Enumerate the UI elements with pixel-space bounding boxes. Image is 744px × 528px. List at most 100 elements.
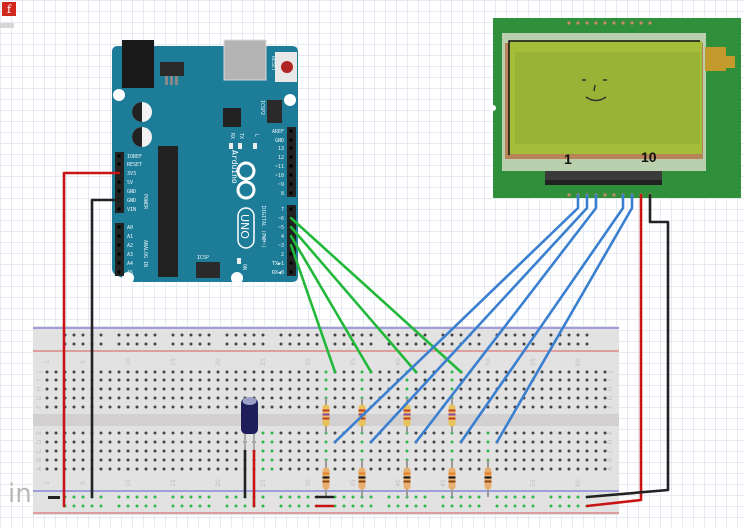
rail-hole[interactable] <box>477 495 481 499</box>
breadboard-hole[interactable] <box>585 387 589 391</box>
rail-hole[interactable] <box>126 342 130 346</box>
breadboard-hole[interactable] <box>207 396 211 400</box>
breadboard-hole[interactable] <box>576 396 580 400</box>
rail-hole[interactable] <box>567 342 571 346</box>
breadboard-hole[interactable] <box>549 387 553 391</box>
breadboard-hole[interactable] <box>558 467 562 471</box>
breadboard-hole[interactable] <box>45 467 49 471</box>
rail-hole[interactable] <box>585 342 589 346</box>
breadboard-hole[interactable] <box>333 458 337 462</box>
rail-hole[interactable] <box>351 504 355 508</box>
breadboard-hole[interactable] <box>495 431 499 435</box>
lcd-pin[interactable] <box>612 193 616 197</box>
breadboard-hole[interactable] <box>387 458 391 462</box>
breadboard-hole[interactable] <box>495 467 499 471</box>
breadboard-hole[interactable] <box>558 458 562 462</box>
rail-hole[interactable] <box>342 342 346 346</box>
breadboard-hole[interactable] <box>504 431 508 435</box>
breadboard-hole[interactable] <box>108 370 112 374</box>
breadboard-hole[interactable] <box>414 396 418 400</box>
rail-hole[interactable] <box>450 333 454 337</box>
breadboard-hole[interactable] <box>171 405 175 409</box>
breadboard-hole[interactable] <box>99 431 103 435</box>
breadboard-hole[interactable] <box>135 467 139 471</box>
resistor[interactable] <box>403 460 411 497</box>
breadboard-hole[interactable] <box>45 440 49 444</box>
breadboard-hole[interactable] <box>81 370 85 374</box>
breadboard-hole[interactable] <box>495 449 499 453</box>
rail-hole[interactable] <box>279 495 283 499</box>
breadboard-hole[interactable] <box>126 440 130 444</box>
rail-hole[interactable] <box>198 333 202 337</box>
breadboard-hole[interactable] <box>306 467 310 471</box>
header-pin[interactable] <box>289 270 293 274</box>
breadboard-hole[interactable] <box>135 370 139 374</box>
breadboard-hole[interactable] <box>441 467 445 471</box>
breadboard-hole[interactable] <box>45 396 49 400</box>
breadboard-hole[interactable] <box>198 370 202 374</box>
breadboard-hole[interactable] <box>153 431 157 435</box>
breadboard-hole[interactable] <box>306 396 310 400</box>
breadboard-hole[interactable] <box>396 370 400 374</box>
rail-hole[interactable] <box>180 333 184 337</box>
rail-hole[interactable] <box>459 333 463 337</box>
rail-hole[interactable] <box>90 504 94 508</box>
breadboard-hole[interactable] <box>558 431 562 435</box>
rail-hole[interactable] <box>549 495 553 499</box>
breadboard-hole[interactable] <box>180 405 184 409</box>
rail-hole[interactable] <box>288 495 292 499</box>
rail-hole[interactable] <box>342 495 346 499</box>
breadboard-hole[interactable] <box>522 387 526 391</box>
breadboard-hole[interactable] <box>459 405 463 409</box>
breadboard-hole[interactable] <box>540 467 544 471</box>
breadboard-hole[interactable] <box>603 449 607 453</box>
breadboard-hole[interactable] <box>108 467 112 471</box>
lcd-module[interactable]: 1 10 <box>490 18 741 198</box>
rail-hole[interactable] <box>513 342 517 346</box>
breadboard-hole[interactable] <box>423 387 427 391</box>
breadboard-hole[interactable] <box>198 440 202 444</box>
breadboard-hole[interactable] <box>342 405 346 409</box>
breadboard-hole[interactable] <box>351 405 355 409</box>
breadboard-hole[interactable] <box>414 431 418 435</box>
header-pin[interactable] <box>289 191 293 195</box>
breadboard-hole[interactable] <box>396 440 400 444</box>
breadboard-hole[interactable] <box>189 396 193 400</box>
breadboard-hole[interactable] <box>567 467 571 471</box>
rail-hole[interactable] <box>81 504 85 508</box>
breadboard-hole[interactable] <box>126 370 130 374</box>
rail-hole[interactable] <box>567 504 571 508</box>
breadboard-hole[interactable] <box>162 440 166 444</box>
breadboard-hole[interactable] <box>207 440 211 444</box>
breadboard-hole[interactable] <box>126 387 130 391</box>
breadboard-hole[interactable] <box>117 449 121 453</box>
breadboard-hole[interactable] <box>153 370 157 374</box>
breadboard-hole[interactable] <box>171 458 175 462</box>
breadboard-hole[interactable] <box>108 440 112 444</box>
rail-hole[interactable] <box>495 342 499 346</box>
breadboard-hole[interactable] <box>540 440 544 444</box>
breadboard-hole[interactable] <box>549 431 553 435</box>
breadboard-hole[interactable] <box>216 387 220 391</box>
breadboard-hole[interactable] <box>396 449 400 453</box>
breadboard-hole[interactable] <box>594 370 598 374</box>
wire-lcd-blue[interactable] <box>333 193 580 444</box>
rail-hole[interactable] <box>72 504 76 508</box>
wire-gnd-black[interactable] <box>90 198 121 499</box>
breadboard-hole[interactable] <box>198 458 202 462</box>
rail-hole[interactable] <box>288 504 292 508</box>
rail-hole[interactable] <box>207 342 211 346</box>
breadboard-hole[interactable] <box>432 431 436 435</box>
breadboard-hole[interactable] <box>423 370 427 374</box>
breadboard-hole[interactable] <box>351 458 355 462</box>
breadboard-hole[interactable] <box>549 467 553 471</box>
rail-hole[interactable] <box>81 342 85 346</box>
breadboard-hole[interactable] <box>171 467 175 471</box>
rail-hole[interactable] <box>279 504 283 508</box>
rail-hole[interactable] <box>72 495 76 499</box>
breadboard-hole[interactable] <box>72 378 76 382</box>
breadboard-hole[interactable] <box>153 458 157 462</box>
header-pin[interactable] <box>117 252 121 256</box>
header-pin[interactable] <box>289 146 293 150</box>
